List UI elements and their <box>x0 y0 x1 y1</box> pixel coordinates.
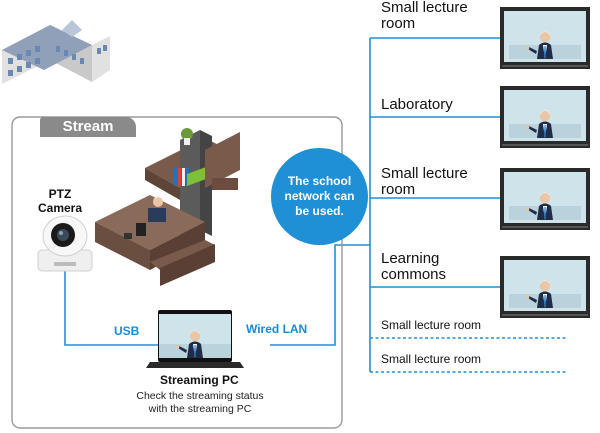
stream-panel <box>11 116 343 429</box>
streaming-pc-title: Streaming PC <box>160 373 239 387</box>
stream-tab: Stream <box>40 117 136 137</box>
network-bubble: The school network can be used. <box>271 148 368 245</box>
display-monitor-icon <box>500 86 590 148</box>
room-label-line2: room <box>381 181 416 198</box>
room-label-line1: Learning <box>381 250 440 267</box>
display-monitor-icon <box>500 168 590 230</box>
ptz-camera-label: PTZ Camera <box>30 187 90 215</box>
dashed-room-label: Small lecture room <box>381 318 482 332</box>
room-label-line2: room <box>381 15 416 32</box>
network-bubble-text: The school network can be used. <box>284 174 355 218</box>
streaming-pc-subtitle-line2: with the streaming PC <box>148 403 252 415</box>
room-label-line1: Laboratory <box>381 96 453 113</box>
room-label: Laboratory <box>381 97 453 113</box>
room-label-line1: Small lecture <box>381 0 468 16</box>
room-label: Small lecture room <box>381 166 468 198</box>
room-label-line2: commons <box>381 266 447 283</box>
dashed-room-label: Small lecture room <box>381 352 482 366</box>
network-lines <box>64 37 568 373</box>
school-building-icon <box>2 20 110 84</box>
display-monitor-icon <box>500 256 590 318</box>
display-monitor-icon <box>500 7 590 69</box>
room-label: Learning commons <box>381 251 446 283</box>
ptz-camera-label-line2: Camera <box>37 201 83 215</box>
ptz-camera-icon <box>37 215 93 272</box>
room-label: Small lecture room <box>381 0 468 32</box>
laptop-icon <box>146 310 244 368</box>
ptz-camera-label-line1: PTZ <box>48 187 72 201</box>
room-label-line1: Small lecture <box>381 165 468 182</box>
office-desk-illustration <box>95 128 240 286</box>
usb-label: USB <box>114 324 140 338</box>
streaming-pc-subtitle-line1: Check the streaming status <box>136 390 264 402</box>
streaming-pc-subtitle: Check the streaming status with the stre… <box>115 390 285 416</box>
wired-lan-label: Wired LAN <box>246 322 308 336</box>
